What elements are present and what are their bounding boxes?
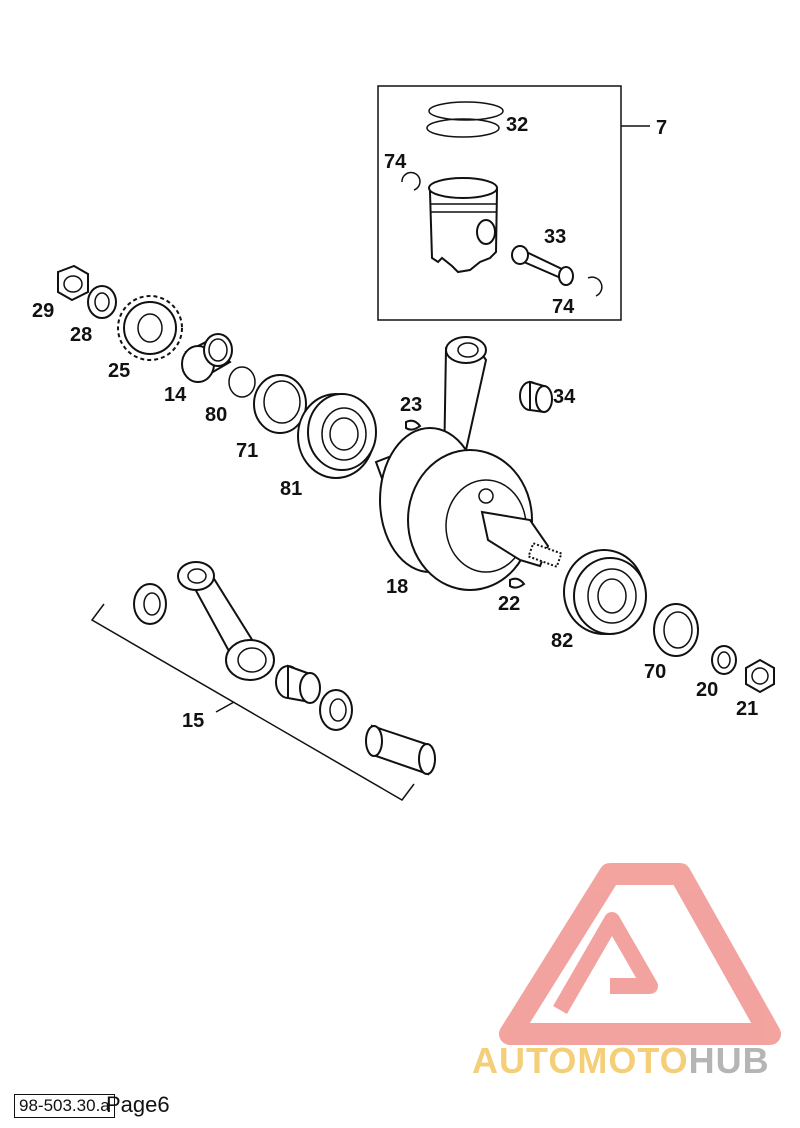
- watermark-brand-part1: AUTOMOTO: [472, 1040, 689, 1081]
- callout-7: 7: [656, 117, 667, 139]
- circlip-left: [401, 171, 421, 191]
- piston: [428, 177, 499, 274]
- piston-group-box: [377, 85, 650, 321]
- callout-81: 81: [280, 478, 302, 500]
- conrod-kit-bracket: [90, 603, 415, 801]
- callout-74-bottom: 74: [552, 296, 575, 318]
- page-number: Page6: [106, 1092, 170, 1117]
- shaft-seal-right: [653, 603, 699, 657]
- piston-pin: [511, 245, 574, 286]
- callout-15: 15: [182, 710, 204, 732]
- conrod-kit-washer-bottom: [319, 689, 353, 731]
- callout-21: 21: [736, 698, 758, 720]
- callout-33: 33: [544, 226, 566, 248]
- washer-left: [87, 285, 117, 319]
- primary-gear: [117, 295, 183, 361]
- callout-28: 28: [70, 324, 92, 346]
- callout-14: 14: [164, 384, 187, 406]
- woodruff-key-upper: [405, 419, 422, 431]
- bushing: [181, 333, 233, 383]
- callout-labels: 32 7 74 33 74 29 28 25 14 80 71 81 23 34…: [32, 114, 758, 732]
- main-bearing-right: [563, 549, 647, 635]
- needle-bearing-small: [519, 380, 553, 414]
- callout-20: 20: [696, 679, 718, 701]
- washer-right: [711, 645, 737, 675]
- callout-34: 34: [553, 386, 576, 408]
- circlip-right: [587, 276, 603, 297]
- conrod-kit-crank-pin: [365, 724, 436, 776]
- crankshaft: [374, 336, 563, 591]
- watermark-brand-text: AUTOMOTOHUB: [472, 1040, 770, 1082]
- conrod-kit-needle-bearing: [275, 664, 321, 704]
- page-footer: 98-503.30.a Page6: [14, 1092, 170, 1118]
- shaft-seal-left: [253, 374, 307, 434]
- callout-23: 23: [400, 394, 422, 416]
- callout-80: 80: [205, 404, 227, 426]
- document-code: 98-503.30.a: [14, 1094, 115, 1118]
- main-bearing-left: [297, 393, 377, 479]
- callout-82: 82: [551, 630, 573, 652]
- callout-25: 25: [108, 360, 130, 382]
- callout-71: 71: [236, 440, 258, 462]
- piston-rings: [426, 101, 504, 138]
- conrod-kit-rod: [177, 561, 275, 681]
- woodruff-key-lower: [509, 577, 526, 589]
- conrod-kit-washer-top: [133, 583, 167, 625]
- callout-29: 29: [32, 300, 54, 322]
- callout-32: 32: [506, 114, 528, 136]
- watermark-logo: [499, 863, 781, 1045]
- callout-74-top: 74: [384, 151, 407, 173]
- callout-18: 18: [386, 576, 408, 598]
- callout-70: 70: [644, 661, 666, 683]
- nut-left: [57, 264, 89, 302]
- callout-22: 22: [498, 593, 520, 615]
- watermark-brand-part2: HUB: [688, 1040, 770, 1081]
- nut-right: [745, 658, 775, 694]
- o-ring: [228, 366, 256, 398]
